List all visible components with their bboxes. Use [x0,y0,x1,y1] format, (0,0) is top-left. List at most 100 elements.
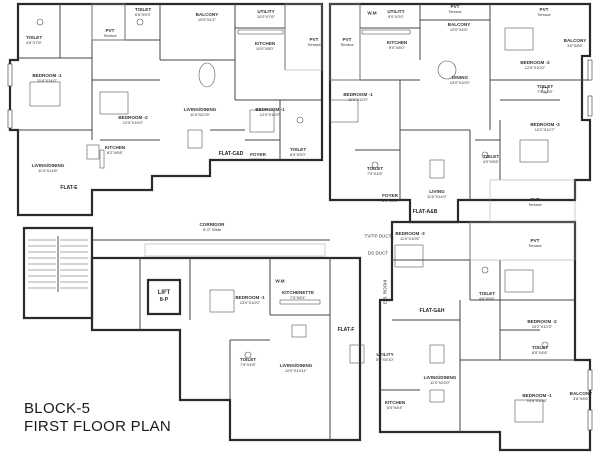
toilet-fixture-icon [371,161,379,169]
dining-table-icon [86,144,100,160]
bed-icon [99,91,129,115]
duct-note: DS DUCT [367,250,389,256]
window [587,409,593,431]
block-title: BLOCK-5 [24,400,91,417]
kitchen-counter-icon [237,29,284,35]
toilet-fixture-icon [481,266,489,274]
outer-walls [8,2,592,452]
terrace-boundary [91,3,126,41]
sofa-icon [429,159,445,179]
bed-icon [29,81,61,107]
bed-icon [249,109,275,133]
room-label-wm: W.M [275,278,285,284]
furniture [29,18,549,423]
flat-tag: FLAT-G&H [418,308,446,314]
duct-note: TV/TP DUCT [364,233,392,239]
toilet-fixture-icon [541,341,549,349]
toilet-fixture-icon [296,116,304,124]
inner-walls [18,4,590,440]
bed-icon [504,27,534,51]
wall-segment [146,278,182,316]
kitchen-counter-icon [361,29,411,35]
window [7,63,13,87]
flat-tag: FLAT-E [59,185,79,191]
toilet-fixture-icon [481,151,489,159]
toilet-fixture-icon [36,18,44,26]
wall-segment [22,226,94,320]
dining-table-icon [198,62,216,88]
kitchen-counter-icon [279,299,321,305]
dining-table-icon [429,389,445,403]
sofa-icon [187,129,203,149]
terrace-boundary [469,221,576,261]
wall-segment [328,2,592,224]
window [587,369,593,391]
flat-tag: FLAT-F [336,327,356,333]
toilet-fixture-icon [136,18,144,26]
wall-segment [90,256,362,442]
bed-icon [504,269,534,293]
kitchen-counter-icon [99,149,105,169]
window [7,109,13,129]
window [587,95,593,117]
terrace-boundary [284,3,323,71]
wall-segment [378,220,592,452]
bed-icon [329,99,359,123]
room-label-wm: W.M [367,10,377,16]
bed-icon [519,139,549,163]
terrace-boundary [329,3,361,81]
staircase [28,236,88,292]
dining-table-icon [291,324,307,338]
window [587,59,593,81]
flat-tag: FLAT-A&B [411,209,439,215]
flat-tag: FLAT-C&D [217,151,245,157]
toilet-fixture-icon [244,351,252,359]
plan-title: FIRST FLOOR PLAN [24,418,172,435]
sofa-icon [429,344,445,364]
